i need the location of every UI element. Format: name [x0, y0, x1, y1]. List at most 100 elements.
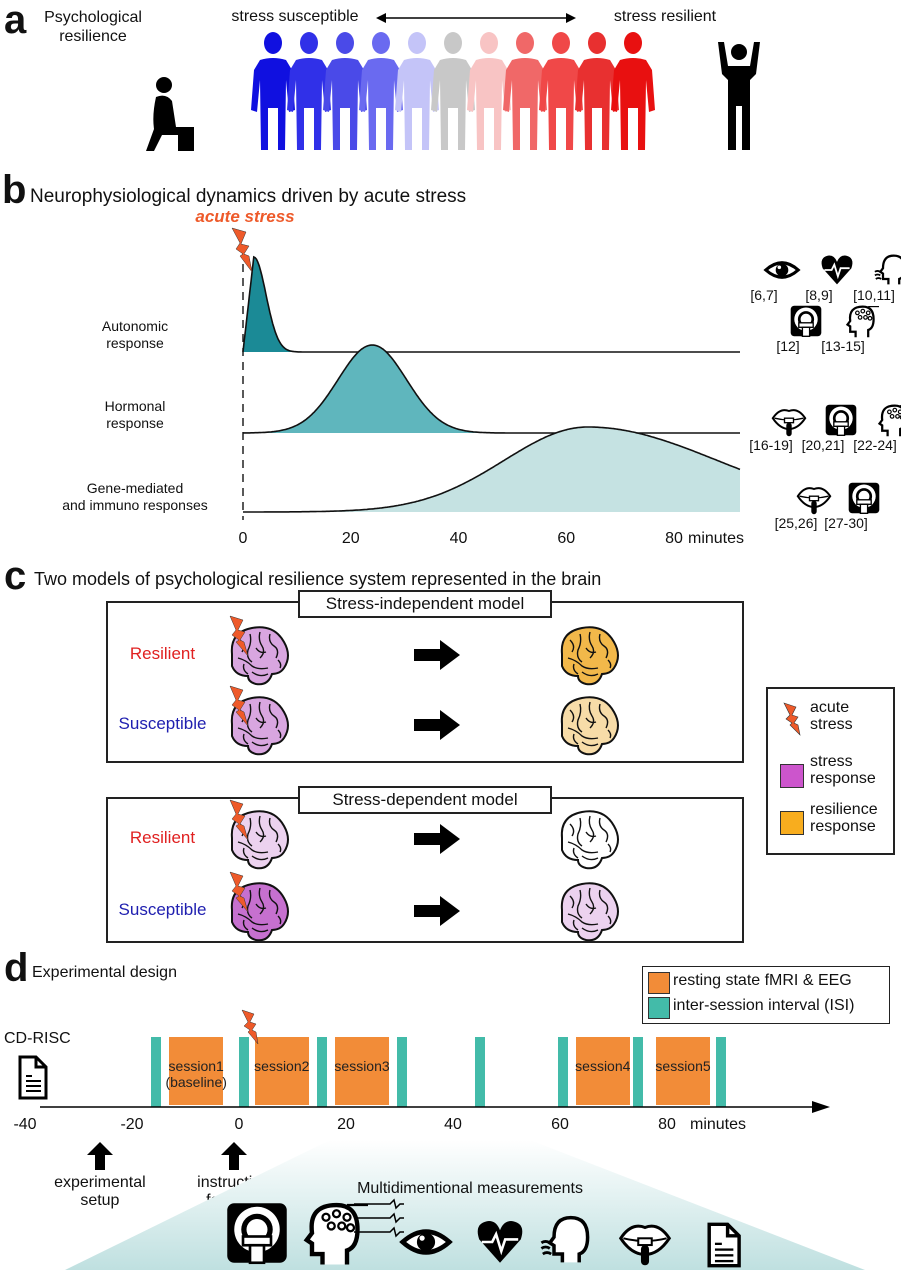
panel-b-axis-unit: minutes: [688, 530, 745, 547]
model-row-label: Susceptible: [118, 900, 207, 919]
eye-icon: [746, 252, 801, 288]
panel-d-legend: resting state fMRI & EEG inter-session i…: [642, 966, 890, 1024]
model-row-label: Resilient: [129, 828, 196, 847]
breath-icon: [856, 252, 901, 288]
measure-reference: [10,11]: [853, 287, 895, 303]
measure-item: [16-19]: [743, 402, 807, 456]
row-label-line2: and immuno responses: [62, 497, 208, 513]
session-block: [335, 1037, 389, 1105]
measure-item: [8,9]: [791, 252, 853, 306]
session-block: [576, 1037, 630, 1105]
session-name: session4: [575, 1058, 631, 1074]
legend-stress-response: stress response: [810, 753, 876, 787]
stress-bolt-icon: [228, 871, 250, 913]
legend-resilience-line1: resilience: [810, 801, 878, 818]
isi-block: [632, 1037, 643, 1107]
legend-resilience-swatch: [780, 811, 804, 835]
legend-fmri-swatch: [648, 972, 670, 994]
stress-bolt-icon: [228, 799, 250, 841]
legend-fmri-label: resting state fMRI & EEG: [673, 972, 852, 989]
eeg-head-icon: [825, 303, 879, 339]
person-figure: [572, 30, 622, 150]
session-name: session1: [168, 1058, 224, 1074]
gene-immuno-response-curve-fill: [243, 427, 740, 512]
transition-arrow-icon: [414, 824, 460, 854]
panel-b-axis-tick: 20: [341, 530, 360, 547]
panel-d-axis-tick: 40: [444, 1116, 462, 1133]
measure-item: [13-15]: [815, 303, 879, 357]
row-label-line1: Hormonal: [104, 398, 166, 414]
acute-stress-label: acute stress: [195, 207, 295, 226]
panel-a-title: Psychological resilience: [38, 8, 148, 46]
measure-item: [27-30]: [818, 480, 880, 534]
measure-reference: [16-19]: [749, 437, 793, 453]
measure-reference: [20,21]: [801, 437, 845, 453]
panel-c-title: Two models of psychological resilience s…: [34, 569, 602, 589]
session-label: session1(baseline): [155, 1058, 237, 1090]
session-block: [255, 1037, 309, 1105]
panel-d-axis-tick: -40: [13, 1116, 37, 1133]
panel-d-axis-tick: 60: [551, 1116, 569, 1133]
measure-reference: [8,9]: [805, 287, 833, 303]
double-arrow: [376, 13, 576, 23]
model-row-label: Susceptible: [118, 714, 207, 733]
measure-reference: [27-30]: [824, 515, 868, 531]
mri-scanner-icon: [770, 303, 822, 339]
legend-bolt-icon: [783, 702, 801, 736]
saliva-icon: [618, 1214, 672, 1268]
row-label-line2: response: [106, 335, 164, 351]
transition-arrow-icon: [414, 640, 460, 670]
stress-resilient-label: stress resilient: [613, 8, 717, 25]
document-icon: [700, 1222, 746, 1268]
measure-item: [12]: [760, 303, 822, 357]
panel-d-axis-unit: minutes: [690, 1116, 747, 1133]
session-label: session2: [241, 1058, 323, 1074]
isi-block: [239, 1037, 250, 1107]
brain-after-icon: [552, 804, 624, 876]
measure-reference: [22-24]: [853, 437, 897, 453]
brain-after-icon: [552, 876, 624, 948]
mri-scanner-icon: [805, 402, 857, 438]
eeg-head-icon: [298, 1198, 368, 1268]
hormonal-response-curve-fill: [243, 345, 502, 433]
timeline-stress-bolt-icon: [241, 1009, 259, 1045]
mri-scanner-icon: [828, 480, 880, 516]
person-figure: [428, 30, 478, 150]
person-figure: [392, 30, 442, 150]
gene-immuno-response-curve: [243, 426, 741, 513]
person-figure: [248, 30, 298, 150]
document-icon: [18, 1055, 48, 1100]
person-figure: [536, 30, 586, 150]
panel-d-letter: d: [4, 946, 29, 990]
session-label: session5: [642, 1058, 724, 1074]
panel-d-axis-tick: 0: [234, 1116, 244, 1133]
stress-independent-model-title: Stress-independent model: [298, 590, 552, 618]
legend-stress-swatch: [780, 764, 804, 788]
legend-isi-label: inter-session interval (ISI): [673, 997, 855, 1014]
autonomic-response-curve-fill: [243, 257, 297, 352]
measure-item: [6,7]: [736, 252, 801, 306]
row-label-line1: Autonomic: [101, 318, 169, 334]
panel-d-axis-tick: 80: [658, 1116, 676, 1133]
resilience-spectrum-people: [248, 30, 668, 150]
legend-acute-stress: acute stress: [810, 699, 853, 733]
sitting-person-icon: [146, 77, 194, 151]
legend-stress-line2: response: [810, 770, 876, 787]
hormonal-response-curve: [243, 344, 740, 434]
stress-dependent-model-title: Stress-dependent model: [298, 786, 552, 814]
person-figure: [356, 30, 406, 150]
event-label-line1: experimental: [54, 1174, 146, 1191]
panel-d-title: Experimental design: [32, 964, 177, 981]
measure-item: [25,26]: [768, 480, 832, 534]
saliva-icon: [778, 480, 832, 516]
panel-b-axis-tick: 80: [665, 530, 683, 547]
measure-reference: [13-15]: [821, 338, 865, 354]
isi-block: [715, 1037, 726, 1107]
session-label: session4: [562, 1058, 644, 1074]
legend-acute-line2: stress: [810, 716, 853, 733]
transition-arrow-icon: [414, 710, 460, 740]
person-figure: [500, 30, 550, 150]
session-note: (baseline): [165, 1074, 227, 1090]
measure-item: [10,11]: [846, 252, 901, 306]
